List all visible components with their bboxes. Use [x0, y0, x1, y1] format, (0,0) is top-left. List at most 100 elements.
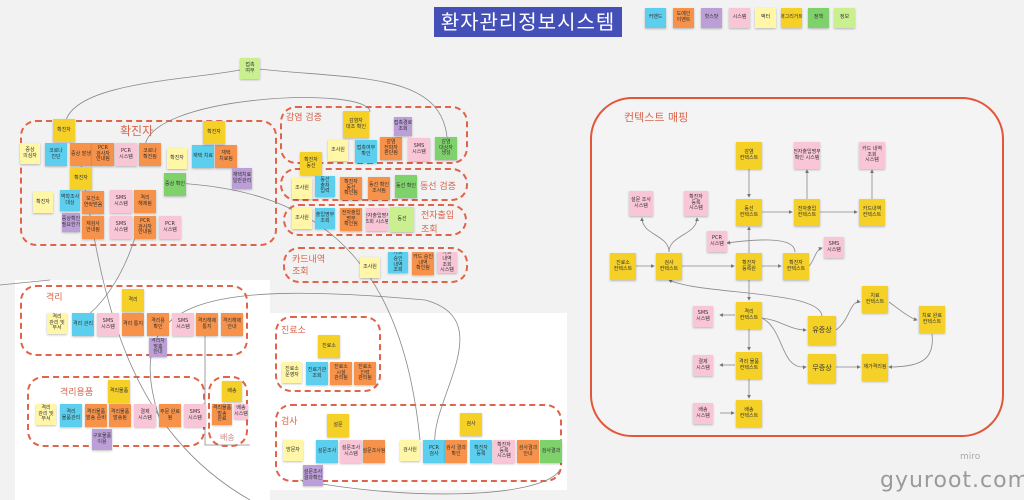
sticky-note-actor[interactable]: 검사원	[400, 440, 420, 461]
sticky-note-aggregate[interactable]: 확진자	[203, 121, 225, 144]
sticky-note-event[interactable]: 설문조사됨	[363, 440, 385, 463]
sticky-note-system[interactable]: 배송 시스템	[234, 404, 248, 419]
sticky-note-command[interactable]: 코로나 진단	[45, 143, 67, 166]
sticky-note-system[interactable]: SMS 시스템	[110, 190, 132, 213]
sticky-note-event[interactable]: 카드 승인 내역 확인됨	[412, 252, 434, 275]
sticky-note-command[interactable]: 확진자 등록	[470, 440, 492, 463]
sticky-note-event[interactable]: 격리 통지	[122, 313, 144, 336]
sticky-note-actor[interactable]: 진료소 운영자	[282, 362, 302, 383]
sticky-note-system[interactable]: PCR 시스템	[707, 231, 727, 252]
sticky-note-system[interactable]: 설문 조사 시스템	[629, 191, 653, 216]
sticky-note-system[interactable]: SMS 시스템	[693, 306, 713, 327]
sticky-note-aggregate[interactable]: 격리 컨텍스트	[736, 302, 762, 329]
sticky-note-command[interactable]: PCR 검사	[423, 440, 445, 463]
sticky-note-command[interactable]: 카드 승인 내역 조회	[388, 252, 408, 273]
sticky-note-aggregate[interactable]: 검사 컨텍스트	[656, 253, 682, 280]
sticky-note-system[interactable]: 확진자 등록 시스템	[493, 440, 515, 463]
sticky-note-event[interactable]: 감염 전파자 판단됨	[380, 137, 402, 160]
sticky-note-command[interactable]: 격리 물품관리	[60, 404, 82, 427]
sticky-note-actor[interactable]: 확진자	[167, 148, 187, 169]
sticky-note-aggregate[interactable]: 재가격리됨	[862, 354, 888, 381]
sticky-note-aggregate[interactable]: 격리	[122, 289, 144, 312]
sticky-note-command[interactable]: 접촉여부 확인	[355, 140, 377, 163]
sticky-note-command[interactable]: 격리 관리	[72, 313, 94, 336]
sticky-note-system[interactable]: 결제 시스템	[134, 404, 156, 427]
sticky-note-actor[interactable]: 확진자	[33, 192, 53, 213]
sticky-note-event[interactable]: 주문 완료 됨	[159, 404, 181, 427]
sticky-note-aggregate[interactable]: 배송 컨텍스트	[736, 400, 762, 427]
sticky-note-aggregate[interactable]: 확진자	[53, 119, 75, 142]
sticky-note-aggregate[interactable]: 전자출입 컨텍스트	[794, 199, 820, 226]
sticky-note-event[interactable]: 전자출입 명부 확인됨	[340, 208, 362, 231]
sticky-note-aggregate[interactable]: 유증상	[808, 316, 836, 345]
sticky-note-command[interactable]: 동선 출처 입력	[315, 176, 335, 197]
sticky-note-aggregate[interactable]: 격리 물품 컨텍스트	[736, 352, 762, 379]
sticky-note-hotspot[interactable]: 접촉경로 조회	[394, 117, 412, 136]
sticky-note-actor[interactable]: 조사원	[292, 178, 312, 199]
sticky-note-system[interactable]: 설문조사 시스템	[340, 440, 362, 463]
sticky-note-policy[interactable]: 감염 대상자 생성	[435, 137, 457, 160]
sticky-note-event[interactable]: 코로나 확진됨	[139, 143, 161, 166]
sticky-note-system[interactable]: PCR 시스템	[115, 143, 137, 166]
sticky-note-aggregate[interactable]: 감염 컨텍스트	[736, 142, 762, 169]
sticky-note-aggregate[interactable]: 감염자 대조 확인	[343, 111, 369, 138]
sticky-note-system[interactable]: 확진자 등록 시스템	[684, 191, 708, 216]
sticky-note-system[interactable]: SMS 시스템	[110, 216, 132, 239]
sticky-note-aggregate[interactable]: 격리물품	[108, 380, 130, 403]
sticky-note-system[interactable]: 배송 시스템	[693, 403, 713, 424]
sticky-note-actor[interactable]: 조사원	[328, 140, 348, 161]
sticky-note-aggregate[interactable]: 동선 컨텍스트	[736, 199, 762, 226]
sticky-note-hotspot[interactable]: 재택치료 일반관리	[232, 168, 252, 189]
sticky-note-info[interactable]: 동선	[390, 207, 414, 232]
sticky-note-event[interactable]: 진료소 인력 관리됨	[354, 362, 376, 385]
sticky-note-event[interactable]: PCR 검사자 안내됨	[134, 216, 156, 239]
sticky-note-system[interactable]: 카드 내역 조회 시스템	[859, 142, 885, 169]
sticky-note-hotspot[interactable]: 설문조사 결과확인	[303, 465, 323, 486]
sticky-note-command[interactable]: 진료기관 조회	[306, 362, 328, 385]
sticky-note-command[interactable]: 설문조사	[316, 440, 338, 463]
sticky-note-hotspot[interactable]: 증상확인 필요한가	[62, 213, 80, 232]
sticky-note-event[interactable]: 진료소 시설 관리됨	[330, 362, 352, 385]
sticky-note-event[interactable]: 증상 발생	[70, 143, 92, 166]
sticky-note-aggregate[interactable]: 진료소 컨텍스트	[610, 253, 636, 280]
sticky-note-aggregate[interactable]: 검사	[460, 413, 482, 436]
sticky-note-system[interactable]: SMS 시스템	[184, 404, 206, 427]
sticky-note-aggregate[interactable]: 무증상	[808, 354, 836, 383]
sticky-note-command[interactable]: 출입명부 조회	[315, 208, 335, 229]
sticky-note-policy[interactable]: 증상 확인	[164, 173, 186, 196]
sticky-note-policy[interactable]: 동선 확인	[395, 175, 417, 198]
sticky-note-system[interactable]: SMS 시스템	[172, 313, 194, 336]
sticky-note-actor[interactable]: 증상 의심자	[20, 143, 40, 164]
sticky-note-actor[interactable]: 방문자	[283, 440, 303, 461]
sticky-note-actor[interactable]: 조사원	[292, 208, 312, 229]
sticky-note-system[interactable]: 결제 시스템	[693, 355, 713, 376]
sticky-note-aggregate[interactable]: 진료소	[318, 335, 340, 358]
sticky-note-aggregate[interactable]: 카드내역 컨텍스트	[859, 199, 885, 226]
sticky-note-aggregate[interactable]: 치료 컨텍스트	[862, 286, 888, 313]
sticky-note-event[interactable]: 격리용 확인	[147, 313, 169, 336]
sticky-note-system[interactable]: 카드 내역 조회 시스템	[437, 252, 457, 273]
sticky-note-actor[interactable]: 조사원	[360, 257, 380, 278]
sticky-note-event[interactable]: 격리물품 발송 완료	[212, 404, 232, 425]
sticky-note-command[interactable]: 재택 치료	[192, 145, 214, 168]
sticky-note-aggregate[interactable]: 확진자 동선	[300, 152, 322, 175]
sticky-note-event[interactable]: 검사 결과 확인	[445, 440, 467, 463]
sticky-note-policy[interactable]: 검사결과	[540, 440, 562, 463]
sticky-note-event[interactable]: 동선 확인 조사됨	[368, 177, 390, 200]
sticky-note-event[interactable]: 격리물품 발송 준비	[85, 404, 107, 427]
sticky-note-system[interactable]: PCR 시스템	[159, 216, 181, 239]
sticky-note-system[interactable]: 전자출입명부 조회 시스템	[366, 208, 388, 231]
sticky-note-event[interactable]: 재택 치료됨	[215, 145, 237, 168]
sticky-note-actor[interactable]: 격리 관리 및 부서	[36, 404, 56, 425]
sticky-note-hotspot[interactable]: 격리자 맞춤 안내	[149, 338, 167, 357]
sticky-note-hotspot[interactable]: 구호물품 이용	[92, 429, 112, 450]
sticky-note-event[interactable]: 격리물품 발송됨	[109, 404, 131, 427]
sticky-note-info[interactable]: 접촉 여부	[240, 58, 260, 79]
sticky-note-event[interactable]: 확진자 동선 확인됨	[340, 177, 362, 200]
sticky-note-aggregate[interactable]: 설문	[327, 414, 349, 437]
sticky-note-event[interactable]: 격리해제 안내	[221, 313, 243, 336]
sticky-note-aggregate[interactable]: 배송	[222, 381, 242, 402]
sticky-note-system[interactable]: SMS 시스템	[824, 237, 844, 258]
sticky-note-system[interactable]: SMS 시스템	[408, 138, 430, 161]
sticky-note-event[interactable]: 격리해제 통지	[196, 313, 218, 336]
